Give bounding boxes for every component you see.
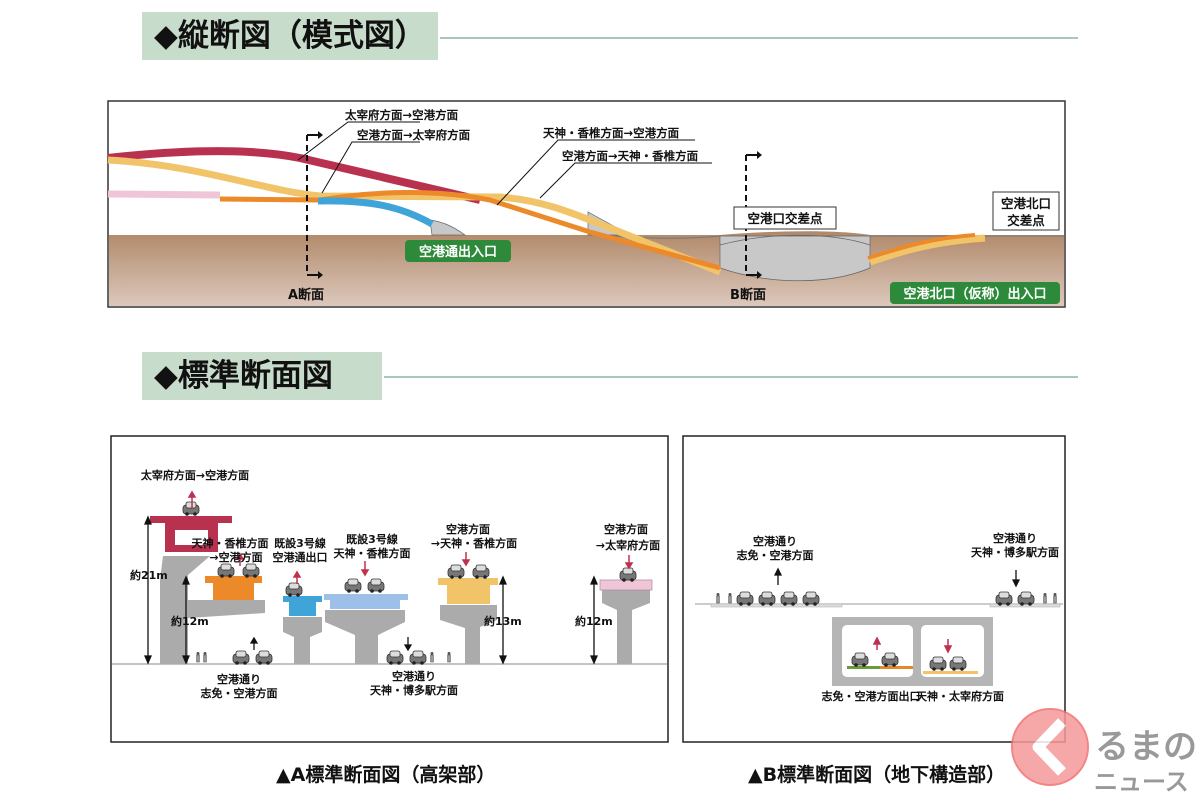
logo-text: ニュース — [1094, 768, 1189, 796]
tunnel-structure — [719, 235, 871, 282]
divider — [440, 37, 1078, 39]
deck-yellow — [438, 578, 498, 604]
label-airport-dazaifu: 空港方面 — [604, 522, 648, 536]
label-top: 太宰府方面→空港方面 — [140, 468, 249, 482]
label-airport-dazaifu: →太宰府方面 — [596, 538, 660, 552]
route-north — [868, 234, 986, 266]
section-a-label: A断面 — [288, 287, 324, 303]
deck-blue — [283, 596, 322, 616]
deck-lightblue — [324, 594, 408, 609]
tunnel-label: 天神・太宰府方面 — [916, 689, 1004, 703]
height-label: 約13m — [484, 614, 522, 628]
street-label: 空港通り — [217, 672, 261, 686]
label-airport-tenjin: →天神・香椎方面 — [431, 536, 517, 550]
street-label: 空港通り — [753, 534, 797, 548]
route-yellow-main — [107, 156, 722, 276]
intersection-airport-gate: 空港口交差点 — [747, 211, 823, 226]
deck-red — [150, 516, 232, 552]
label-route-tenjin-airport: 天神・香椎方面→空港方面 — [543, 126, 680, 140]
logo-text: るまの — [1095, 727, 1197, 767]
label-line3-tenjin: 既設3号線 — [346, 532, 398, 546]
label-route-dazaifu-airport: 太宰府方面→空港方面 — [344, 108, 459, 122]
tunnel-label: 志免・空港方面出口 — [822, 689, 921, 703]
label-line3-tenjin: 天神・香椎方面 — [334, 546, 411, 560]
exit-badge — [890, 282, 1060, 304]
height-label: 約12m — [171, 614, 209, 628]
street-label: 天神・博多駅方面 — [971, 545, 1059, 559]
intersection-north-2: 交差点 — [1007, 213, 1045, 228]
caption-b: ▲B標準断面図（地下構造部） — [748, 764, 1006, 786]
label-line3-exit: 既設3号線 — [274, 536, 326, 550]
exit-airport-street: 空港通出入口 — [419, 244, 497, 260]
caption-a: ▲A標準断面図（高架部） — [276, 764, 496, 786]
street-label: 志免・空港方面 — [737, 548, 814, 562]
section-b-diagram: 空港通り 志免・空港方面 空港通り 天神・博多駅方面 志免・空港方面出口 天神・… — [682, 435, 1066, 743]
route-pink — [107, 190, 221, 199]
deck-pink — [599, 579, 653, 591]
section-a-diagram: 太宰府方面→空港方面 天神・香椎方面 →空港方面 既設3号線 空港通出口 既設3… — [110, 435, 669, 743]
ramp-structure — [429, 219, 467, 236]
label-route-airport-tenjin: 空港方面→天神・香椎方面 — [562, 149, 699, 163]
pier — [602, 590, 650, 664]
pier-cantilever — [188, 600, 265, 618]
section-b-label: B断面 — [730, 287, 766, 303]
divider — [384, 376, 1078, 378]
intersection-north-1: 空港北口 — [1001, 196, 1051, 211]
pier — [440, 605, 497, 664]
exit-airport-north: 空港北口（仮称）出入口 — [903, 286, 1046, 302]
street-label: 志免・空港方面 — [201, 686, 278, 700]
deck-orange — [205, 576, 262, 600]
label-airport-tenjin: 空港方面 — [446, 522, 490, 536]
label-line3-exit: 空港通出口 — [273, 550, 328, 564]
label-tenjin-airport: 天神・香椎方面 — [192, 536, 269, 550]
label-route-airport-dazaifu: 空港方面→太宰府方面 — [357, 128, 471, 142]
street-label: 空港通り — [993, 531, 1037, 545]
exit-badge — [405, 240, 511, 262]
street-label: 天神・博多駅方面 — [370, 683, 458, 697]
profile-section-title: ◆縦断図（模式図） — [142, 12, 438, 60]
kurumano-news-logo: るまの ニュース — [1011, 708, 1197, 796]
pier — [325, 610, 405, 664]
height-label: 約21m — [130, 568, 168, 582]
route-blue — [317, 197, 434, 228]
label-tenjin-airport: →空港方面 — [209, 550, 262, 564]
height-label: 約12m — [575, 614, 613, 628]
profile-diagram: 太宰府方面→空港方面 空港方面→太宰府方面 天神・香椎方面→空港方面 空港方面→… — [107, 100, 1066, 308]
pier — [160, 556, 210, 664]
street-label: 空港通り — [392, 669, 436, 683]
pier — [283, 617, 322, 664]
standard-section-title: ◆標準断面図 — [142, 352, 382, 400]
